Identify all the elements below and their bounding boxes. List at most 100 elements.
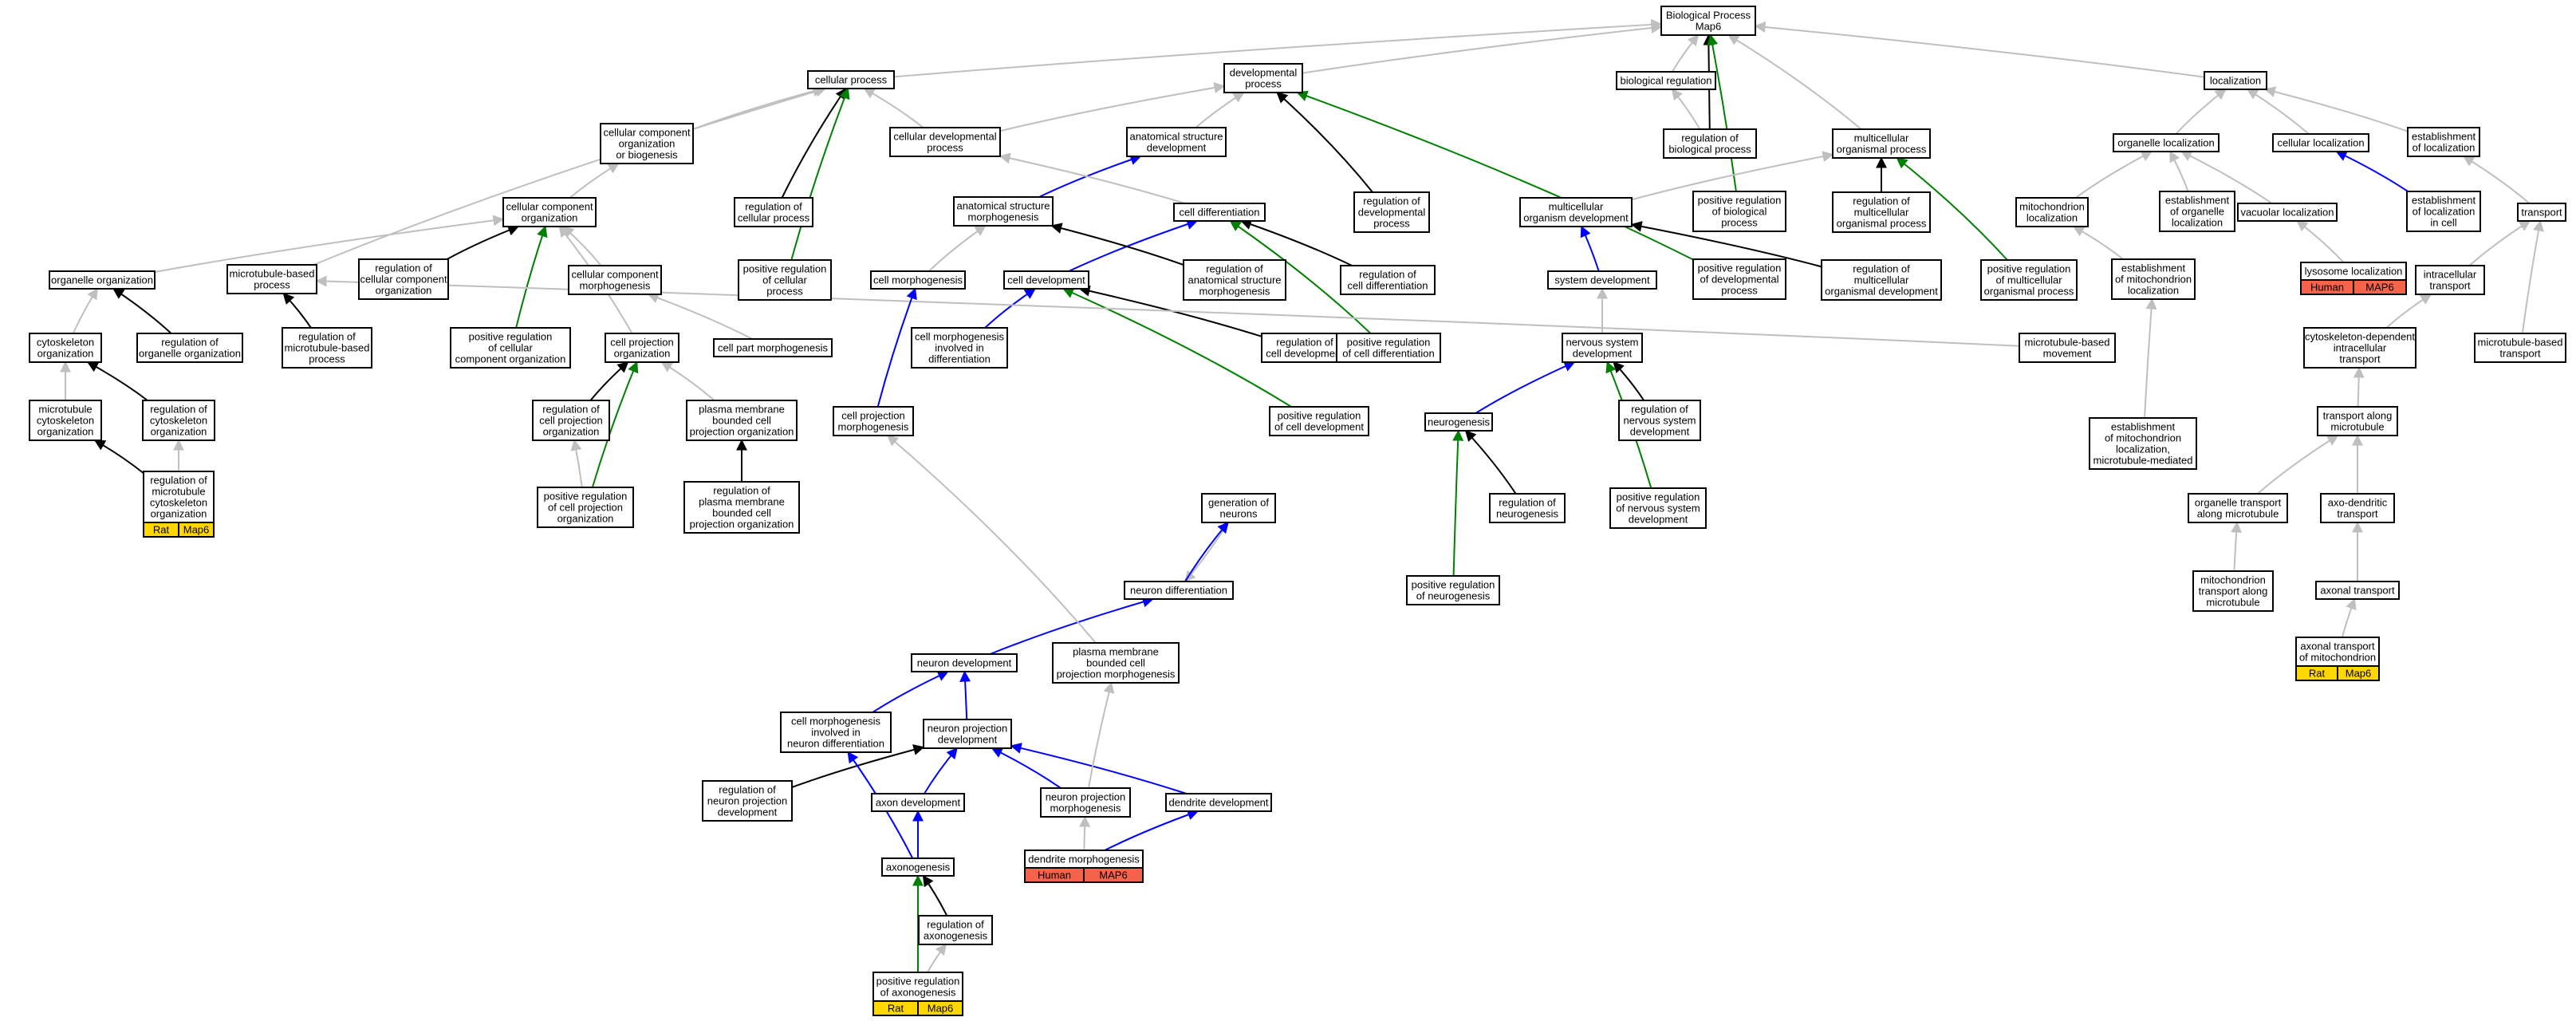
edge-green <box>591 361 639 488</box>
go-term-node[interactable]: cellular process <box>807 70 895 89</box>
go-term-node[interactable]: organelle localization <box>2113 133 2220 152</box>
go-term-node[interactable]: neuron differentiation <box>1124 581 1234 600</box>
go-term-node[interactable]: system development <box>1547 270 1657 290</box>
go-term-node[interactable]: neuron development <box>911 653 1018 672</box>
go-term-node[interactable]: neurogenesis <box>1424 412 1493 432</box>
go-term-node[interactable]: vacuolar localization <box>2237 203 2338 222</box>
go-term-node[interactable]: biological regulation <box>1616 71 1716 90</box>
gene-cell <box>2353 279 2407 295</box>
edge-black <box>1630 221 1822 268</box>
go-term-node[interactable]: axon development <box>871 793 965 812</box>
node-label: biological process <box>1668 144 1751 156</box>
go-term-node[interactable]: cellular localization <box>2272 133 2369 152</box>
go-term-node[interactable]: cytoskeleton-dependentintracellulartrans… <box>2303 327 2416 369</box>
edge-gray <box>863 88 924 128</box>
go-term-node[interactable]: cell development <box>1003 270 1089 290</box>
go-term-node[interactable]: regulation ofmicrotubulecytoskeletonorga… <box>143 471 215 538</box>
go-term-node[interactable]: organelle organization <box>49 270 156 290</box>
go-term-node[interactable]: axonogenesis <box>881 857 955 877</box>
go-term-node[interactable]: cell differentiation <box>1173 203 1266 222</box>
go-term-node[interactable]: transport <box>2517 203 2566 222</box>
node-label: of biological <box>1712 206 1767 218</box>
go-term-node[interactable]: cell morphogenesis <box>870 270 966 290</box>
go-term-node[interactable]: cell part morphogenesis <box>713 338 833 357</box>
go-term-node[interactable]: dendrite development <box>1165 793 1272 812</box>
node-label: organization <box>37 348 94 360</box>
node-label: cell morphogenesis <box>915 331 1005 343</box>
node-label: positive regulation <box>1698 195 1782 207</box>
go-term-node[interactable]: axonal transport <box>2315 581 2400 600</box>
node-box <box>600 123 694 164</box>
go-term-node[interactable]: localization <box>2204 71 2267 90</box>
